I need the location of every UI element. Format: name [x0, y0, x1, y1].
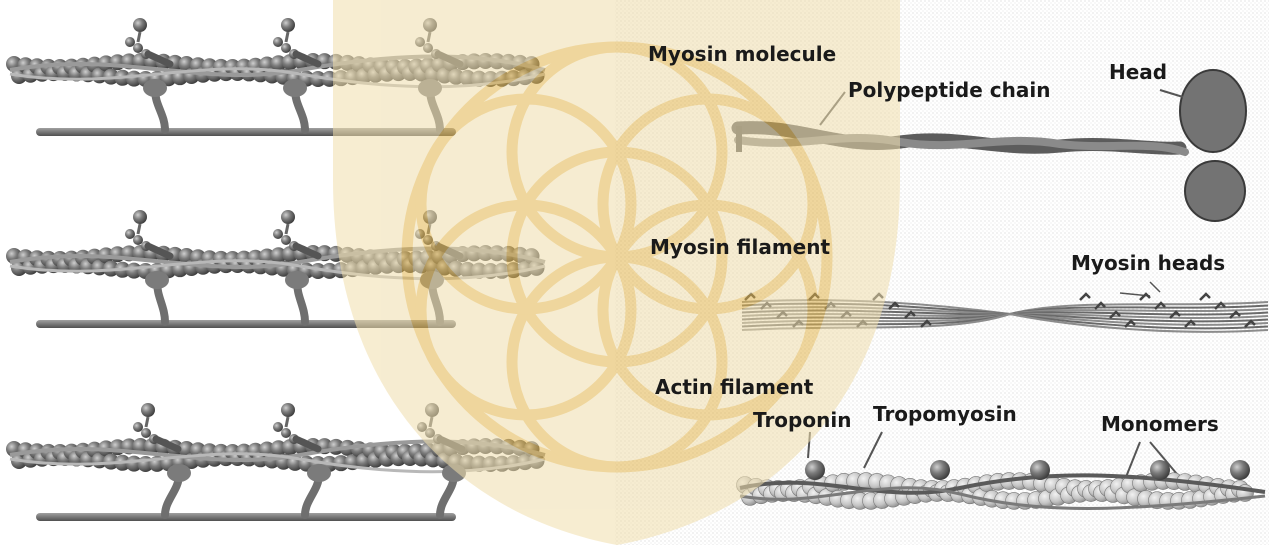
label-head: Head [1109, 62, 1167, 82]
label-myosin-molecule: Myosin molecule [648, 44, 836, 64]
label-polypeptide-chain: Polypeptide chain [848, 80, 1050, 100]
label-myosin-filament: Myosin filament [650, 237, 830, 257]
cross-bridge-stage-1 [6, 18, 545, 136]
cross-bridge-stage-2 [6, 210, 545, 328]
myosin-head-lower [1185, 161, 1245, 221]
label-troponin: Troponin [753, 410, 851, 430]
cross-bridge-stage-3 [6, 403, 545, 521]
label-monomers: Monomers [1101, 414, 1219, 434]
myosin-head-upper [1180, 70, 1246, 152]
label-actin-filament: Actin filament [655, 377, 813, 397]
label-tropomyosin: Tropomyosin [873, 404, 1017, 424]
label-myosin-heads: Myosin heads [1071, 253, 1225, 273]
